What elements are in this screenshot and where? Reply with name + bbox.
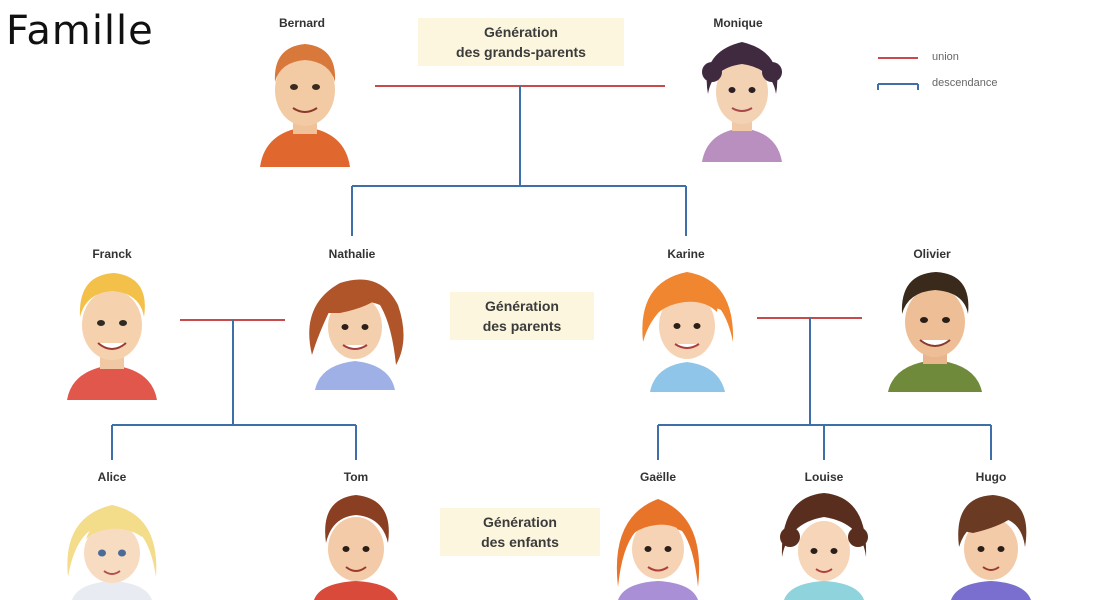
portrait-olivier <box>888 272 982 392</box>
person-name-olivier: Olivier <box>913 247 951 261</box>
person-name-tom: Tom <box>343 470 369 484</box>
portrait-tom <box>314 495 398 600</box>
portrait-hugo <box>951 495 1031 600</box>
person-name-hugo: Hugo <box>975 470 1007 484</box>
page-title: Famille <box>6 8 154 54</box>
generation-label-parents: Génération des parents <box>450 292 594 340</box>
person-name-bernard: Bernard <box>278 16 325 30</box>
person-name-nathalie: Nathalie <box>328 247 376 261</box>
portrait-franck <box>67 273 157 400</box>
portrait-karine <box>642 272 734 392</box>
portrait-bernard <box>260 44 350 167</box>
generation-label-children: Génération des enfants <box>440 508 600 556</box>
person-name-gaelle: Gaëlle <box>639 470 677 484</box>
person-name-louise: Louise <box>804 470 844 484</box>
portrait-alice <box>67 505 157 600</box>
person-name-franck: Franck <box>92 247 132 261</box>
person-name-alice: Alice <box>97 470 127 484</box>
portrait-monique <box>702 42 782 162</box>
legend-descendance-label: descendance <box>932 77 998 89</box>
person-name-karine: Karine <box>667 247 705 261</box>
person-name-monique: Monique <box>713 16 763 30</box>
legend-union-label: union <box>932 51 959 63</box>
portrait-gaelle <box>616 499 700 600</box>
generation-label-grandparents: Génération des grands-parents <box>418 18 624 66</box>
portrait-nathalie <box>309 279 404 390</box>
portrait-louise <box>780 493 868 600</box>
